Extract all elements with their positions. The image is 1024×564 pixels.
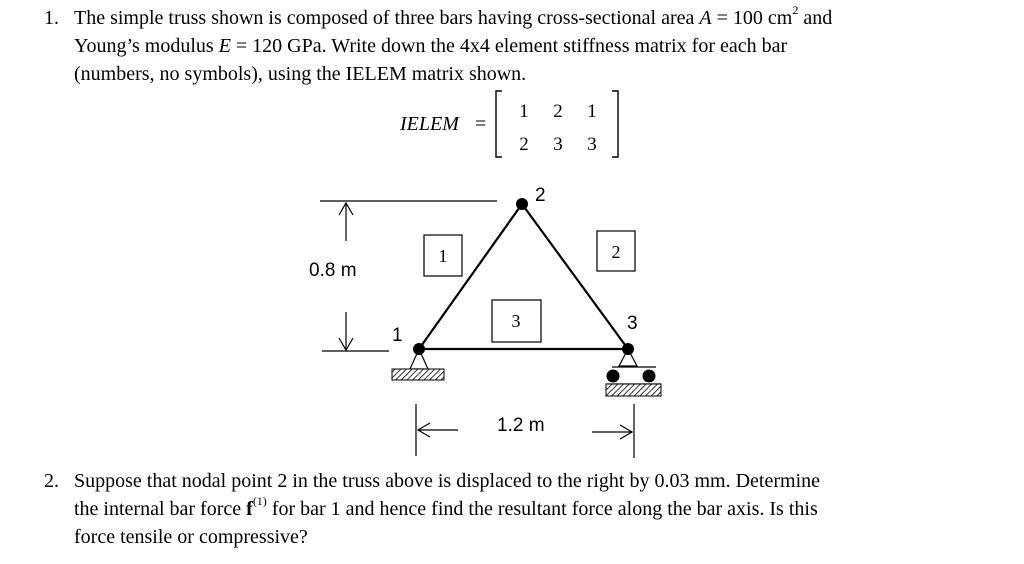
question-2-number: 2. (44, 470, 59, 492)
node-3-label: 3 (627, 313, 638, 334)
q2-text-3: for bar 1 and hence find the resultant f… (266, 498, 818, 520)
ground-hatch-3 (605, 383, 662, 397)
ielem-label: IELEM (399, 113, 460, 135)
node-1-label: 1 (392, 325, 403, 346)
bar-2-label: 2 (612, 242, 621, 262)
q1-text-4: Young’s modulus (74, 35, 219, 57)
q1-text-5: = 120 GPa. Write down the 4x4 element st… (230, 35, 788, 57)
matrix-cell: 3 (587, 134, 597, 155)
bar-1-box (423, 234, 463, 277)
q2-force-symbol: f (246, 498, 253, 520)
q2-text-2: the internal bar force (74, 498, 247, 520)
left-arrow-icon (416, 422, 431, 438)
roller-wheel-icon (642, 369, 656, 383)
q2-text-4: force tensile or compressive? (74, 526, 308, 548)
bar-3-label: 3 (512, 311, 521, 331)
node-2 (516, 198, 528, 210)
matrix-cell: 3 (553, 134, 563, 155)
roller-support-icon (618, 347, 638, 367)
height-label: 0.8 m (309, 260, 357, 281)
node-3 (622, 343, 634, 355)
bar-2-box (596, 230, 636, 272)
q2-force-superscript: (1) (252, 494, 267, 509)
up-arrow-icon (338, 201, 354, 216)
roller-wheel-icon (606, 369, 620, 383)
q2-text-1: Suppose that nodal point 2 in the truss … (74, 470, 820, 492)
ground-hatch-1 (391, 368, 445, 381)
height-dimension: 0.8 m (309, 200, 497, 352)
width-label: 1.2 m (497, 415, 545, 436)
bar-2 (521, 203, 629, 350)
q1-text-2: = 100 cm (711, 7, 793, 29)
q1-superscript: 2 (792, 3, 799, 18)
left-bracket (495, 90, 502, 158)
bar-3-box (491, 299, 542, 343)
q1-text-1: The simple truss shown is composed of th… (74, 7, 700, 29)
node-2-label: 2 (535, 185, 546, 206)
question-1-text: The simple truss shown is composed of th… (74, 4, 1004, 88)
width-dimension: 1.2 m (415, 404, 635, 458)
question-2: 2. Suppose that nodal point 2 in the tru… (44, 467, 1004, 551)
bar-1 (418, 203, 523, 350)
q1-text-6: (numbers, no symbols), using the IELEM m… (74, 63, 527, 85)
matrix-cell: 2 (519, 134, 529, 155)
question-1: 1. The simple truss shown is composed of… (44, 4, 1004, 88)
truss: 1 2 3 1 2 3 (391, 185, 662, 397)
ielem-matrix: IELEM = 1 2 1 2 3 3 (399, 90, 619, 158)
question-2-text: Suppose that nodal point 2 in the truss … (74, 467, 1004, 551)
q1-var-e: E (218, 35, 231, 57)
right-bracket (612, 90, 619, 158)
matrix-cell: 1 (587, 101, 597, 122)
q1-text-3: and (798, 7, 833, 29)
right-arrow-icon (619, 424, 634, 440)
matrix-cell: 1 (519, 101, 529, 122)
q1-var-a: A (699, 7, 712, 29)
ielem-equals: = (475, 113, 486, 135)
bar-1-label: 1 (439, 246, 448, 266)
down-arrow-icon (338, 337, 354, 352)
question-1-number: 1. (44, 7, 59, 29)
node-1 (413, 343, 425, 355)
matrix-cell: 2 (553, 101, 563, 122)
